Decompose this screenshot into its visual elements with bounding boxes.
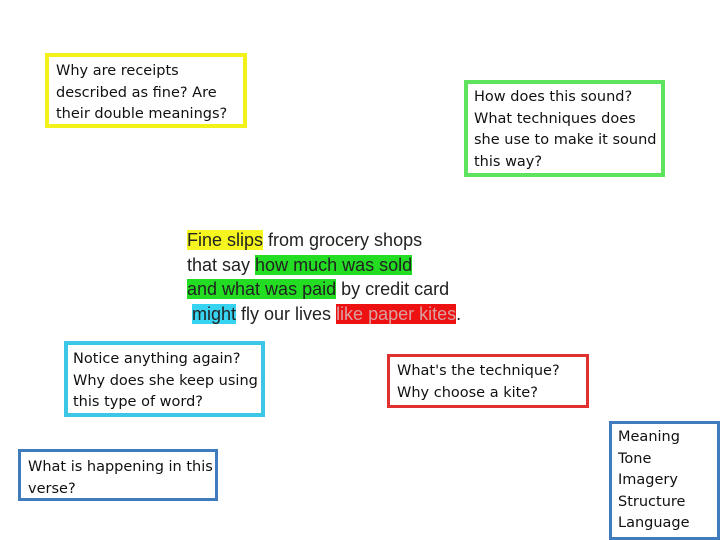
question-box-sound: How does this sound? What techniques doe… <box>464 80 665 177</box>
highlight-green: and what was paid <box>187 279 337 299</box>
highlight-red: like paper kites <box>336 303 457 324</box>
question-text: What's the technique? <box>397 363 560 379</box>
question-text: Notice anything again? <box>73 351 241 367</box>
question-box-word-type: Notice anything again? Why does she keep… <box>64 341 265 417</box>
poem-text: by credit card <box>336 279 450 299</box>
question-text: Why does she keep using <box>73 372 258 389</box>
question-box-receipts: Why are receipts described as fine? Are … <box>45 53 247 128</box>
checklist-item: Structure <box>618 493 686 510</box>
poem-text: that say <box>187 254 256 275</box>
poem-line-1: Fine slips from grocery shops <box>187 228 461 253</box>
question-text: this way? <box>474 153 543 170</box>
question-text: verse? <box>28 480 76 497</box>
poem-verse: Fine slips from grocery shops that say h… <box>187 228 461 326</box>
question-text: Why are receipts <box>56 63 179 79</box>
question-text: What is happening in this <box>28 459 213 475</box>
question-text: What techniques does <box>474 110 636 127</box>
poem-text: . <box>456 303 462 324</box>
highlight-green: how much was sold <box>255 254 413 275</box>
poem-text: from grocery shops <box>263 230 423 250</box>
poem-line-4: might fly our lives like paper kites. <box>187 302 461 327</box>
question-text: this type of word? <box>73 394 203 410</box>
checklist-item: Tone <box>618 450 652 467</box>
poem-line-2: that say how much was sold <box>187 253 461 278</box>
question-box-technique: What's the technique? Why choose a kite? <box>387 354 589 408</box>
checklist-item: Language <box>618 515 690 531</box>
poem-text: fly our lives <box>236 303 337 324</box>
question-text: their double meanings? <box>56 106 228 122</box>
question-text: How does this sound? <box>474 89 633 105</box>
question-text: Why choose a kite? <box>397 384 538 401</box>
highlight-yellow: Fine slips <box>187 230 264 250</box>
checklist-item: Imagery <box>618 472 678 488</box>
question-text: she use to make it sound <box>474 132 657 148</box>
poem-line-3: and what was paid by credit card <box>187 277 461 302</box>
question-text: described as fine? Are <box>56 84 217 101</box>
question-box-verse: What is happening in this verse? <box>18 449 218 501</box>
highlight-cyan: might <box>192 303 237 324</box>
checklist-item: Meaning <box>618 429 680 445</box>
analysis-checklist: Meaning Tone Imagery Structure Language <box>609 421 720 540</box>
